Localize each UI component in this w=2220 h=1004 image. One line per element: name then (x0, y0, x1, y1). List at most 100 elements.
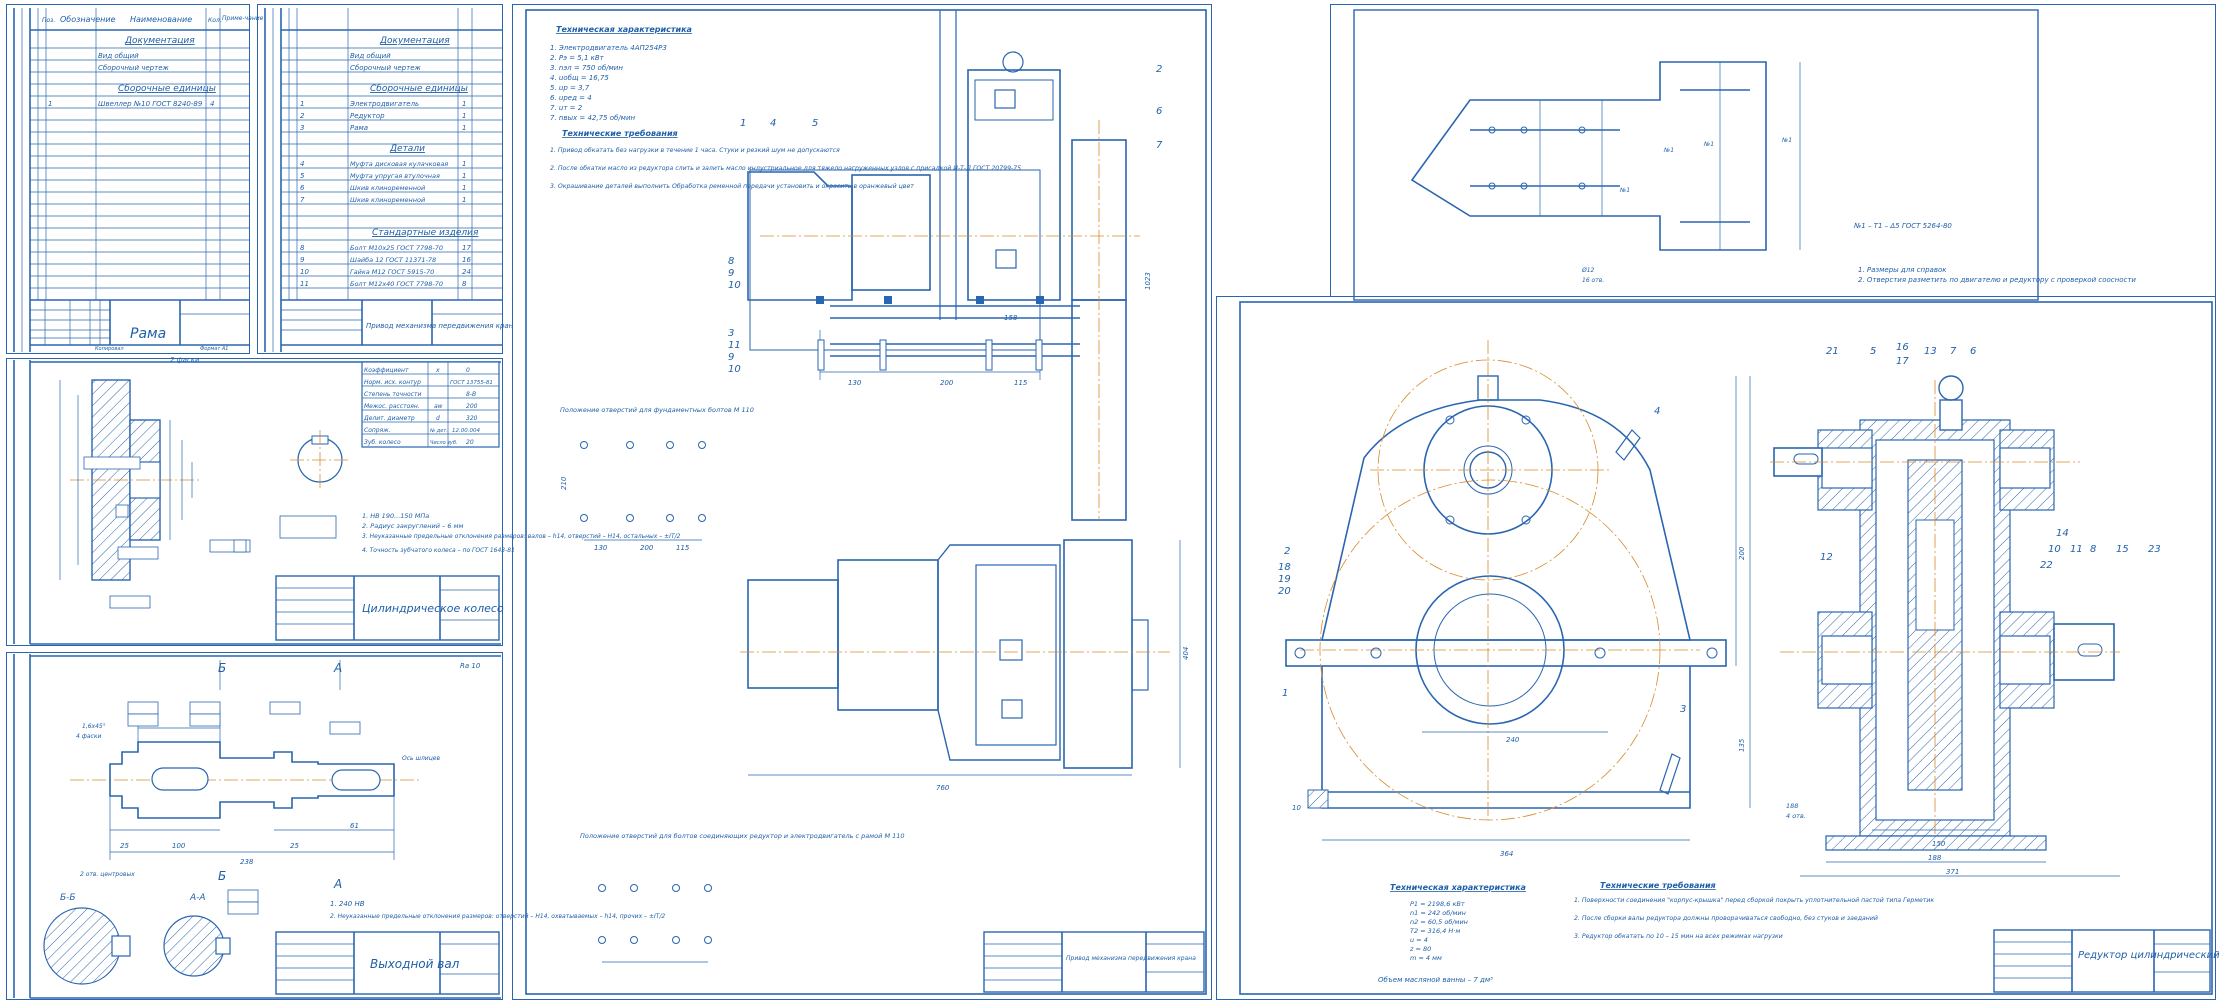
reducer-bolt-holes (598, 884, 712, 963)
spec2-pos-5: 2 (300, 112, 305, 120)
gear-sheet: 2 фаски Коэффициент x 0 Норм. исх. конту… (13, 356, 681, 645)
drive-tech-3: 4. uобщ = 16,75 (550, 74, 609, 82)
shaft-label-0: 1,6х45° (82, 723, 106, 730)
gear-param-5-k: Сопряж. (364, 427, 391, 434)
spec2-pos-4: 1 (300, 100, 304, 108)
drive-callout-2: 2 (1156, 64, 1162, 75)
spec1-h-pos: Поз. (42, 17, 55, 24)
reducer-dim-150: 150 (1932, 840, 1946, 848)
shaft-label-3: 2 отв. центровых (80, 871, 135, 878)
drive-holes2-label: Положение отверстий для болтов соединяющ… (580, 832, 905, 840)
drive-holes-dim-210: 210 (560, 476, 568, 490)
reducer-callout-17: 17 (1896, 356, 1909, 367)
reducer-callout-16: 16 (1896, 342, 1909, 353)
spec2-row-12: Стандартные изделия (372, 228, 479, 238)
gear-param-4-k: Делит. диаметр (363, 415, 415, 422)
spec2-pos-15: 10 (300, 268, 309, 276)
reducer-dim-4holes: 4 отв. (1786, 812, 1806, 820)
spec2-pos-16: 11 (300, 280, 309, 288)
spec-sheet-drive-frame (257, 4, 503, 354)
reducer-callout-2: 2 (1284, 546, 1290, 557)
spec1-format: Формат A1 (200, 346, 228, 352)
drive-callout-7: 7 (1156, 140, 1163, 151)
reducer-callout-20: 20 (1278, 586, 1291, 597)
spec1-title: Рама (130, 326, 166, 342)
spec1-row-4: Швеллер №10 ГОСТ 8240-89 (98, 100, 203, 108)
reducer-req-1: 2. После сборки валы редуктора должны пр… (1574, 914, 1878, 922)
shaft-label-1: 4 фаски (76, 733, 101, 740)
spec2-row-14: Шайба 12 ГОСТ 11371-78 (350, 256, 436, 264)
reducer-callout-10: 10 (2048, 544, 2061, 555)
reducer-dim-10: 10 (1292, 804, 1301, 812)
gear-param-5-s: № дет. (429, 428, 448, 434)
reducer-tech-4: u = 4 (1410, 936, 1428, 944)
spec1-row-2: Сборочный чертеж (98, 64, 169, 72)
reducer-callout-23: 23 (2148, 544, 2161, 555)
foundation-holes (580, 441, 706, 541)
gear-param-6-s: Число зуб. (430, 440, 458, 446)
shaft-roughness: Ra 10 (460, 662, 481, 670)
reducer-dim-200: 200 (1738, 546, 1746, 560)
drive-callout-9b: 9 (728, 352, 734, 363)
spec1-row-lines (30, 47, 250, 289)
reducer-callout-8: 8 (2090, 544, 2096, 555)
drive-callout-9: 9 (728, 268, 734, 279)
drive-holes-dim-130: 130 (594, 544, 608, 552)
spec2-title: Привод механизма передвижения крана (366, 322, 518, 330)
reducer-tech-0: P1 = 2198,6 кВт (1410, 900, 1465, 908)
spec2-pos-10: 6 (300, 184, 305, 192)
gear-param-3-s: aw (434, 403, 443, 410)
spec1-row-0: Документация (124, 36, 195, 46)
reducer-dim-135: 135 (1738, 738, 1746, 752)
drive-callout-10b: 10 (728, 364, 741, 375)
drive-holes1-label: Положение отверстий для фундаментных бол… (560, 406, 754, 414)
spec2-qty-4: 1 (462, 100, 466, 108)
spec1-h-note: Приме-чание (222, 15, 264, 22)
drive-plan-view (740, 539, 1181, 776)
frame-label-1: №1 (1663, 147, 1674, 154)
gear-param-3-k: Межос. расстоян. (364, 403, 420, 410)
drive-dim-115: 115 (1014, 379, 1028, 387)
reducer-tech-2: n2 = 60,5 об/мин (1410, 918, 1468, 926)
drive-callout-4: 4 (770, 118, 776, 129)
shaft-dim-2: 25 (290, 842, 299, 850)
gear-param-3-v: 200 (466, 403, 478, 410)
spec2-pos-8: 4 (300, 160, 304, 168)
frame-note: №1 – Т1 – Δ5 ГОСТ 5264-80 (1853, 222, 1952, 230)
shaft-section-b-bottom: Б (218, 869, 226, 883)
gear-param-2-v: 8-B (466, 391, 476, 398)
spec2-qty-10: 1 (462, 184, 466, 192)
shaft-view-aa: А-А (189, 893, 206, 903)
reducer-callout-1: 1 (1282, 688, 1288, 699)
shaft-profile (70, 660, 420, 860)
reducer-tech-1: n1 = 242 об/мин (1410, 909, 1466, 917)
spec2-qty-5: 1 (462, 112, 466, 120)
drive-titleblock (983, 931, 1205, 993)
spec1-h-qty: Кол. (208, 17, 222, 24)
spec2-pos-13: 8 (300, 244, 305, 252)
spec2-row-5: Редуктор (350, 112, 385, 120)
shaft-note-0: 1. 240 НВ (330, 900, 365, 908)
reducer-req-title: Технические требования (1600, 880, 1716, 890)
spec2-row-6: Рама (350, 124, 368, 132)
gear-section (59, 379, 251, 609)
gear-param-1-v: ГОСТ 13755-81 (450, 380, 493, 386)
frame-label-4: Ø12 (1581, 267, 1595, 274)
reducer-callout-11: 11 (2070, 544, 2083, 555)
frame-label-2: №1 (1703, 141, 1714, 148)
shaft-section-a: А (333, 661, 342, 675)
drive-dim-158: 158 (1004, 314, 1018, 322)
spec2-row-7: Детали (389, 144, 425, 154)
gear-param-4-s: d (436, 415, 440, 422)
reducer-callout-21: 21 (1826, 346, 1839, 357)
drive-req-2: 3. Окрашивание деталей выполнить Обработ… (550, 182, 914, 190)
shaft-title: Выходной вал (370, 957, 460, 971)
drive-tech-2: 3. nэл = 750 об/мин (550, 64, 623, 72)
reducer-titleblock (1993, 929, 2211, 993)
reducer-tech-6: m = 4 мм (1410, 954, 1442, 962)
reducer-dim-240: 240 (1506, 736, 1520, 744)
reducer-callout-3: 3 (1680, 704, 1686, 715)
reducer-callout-12: 12 (1820, 552, 1833, 563)
